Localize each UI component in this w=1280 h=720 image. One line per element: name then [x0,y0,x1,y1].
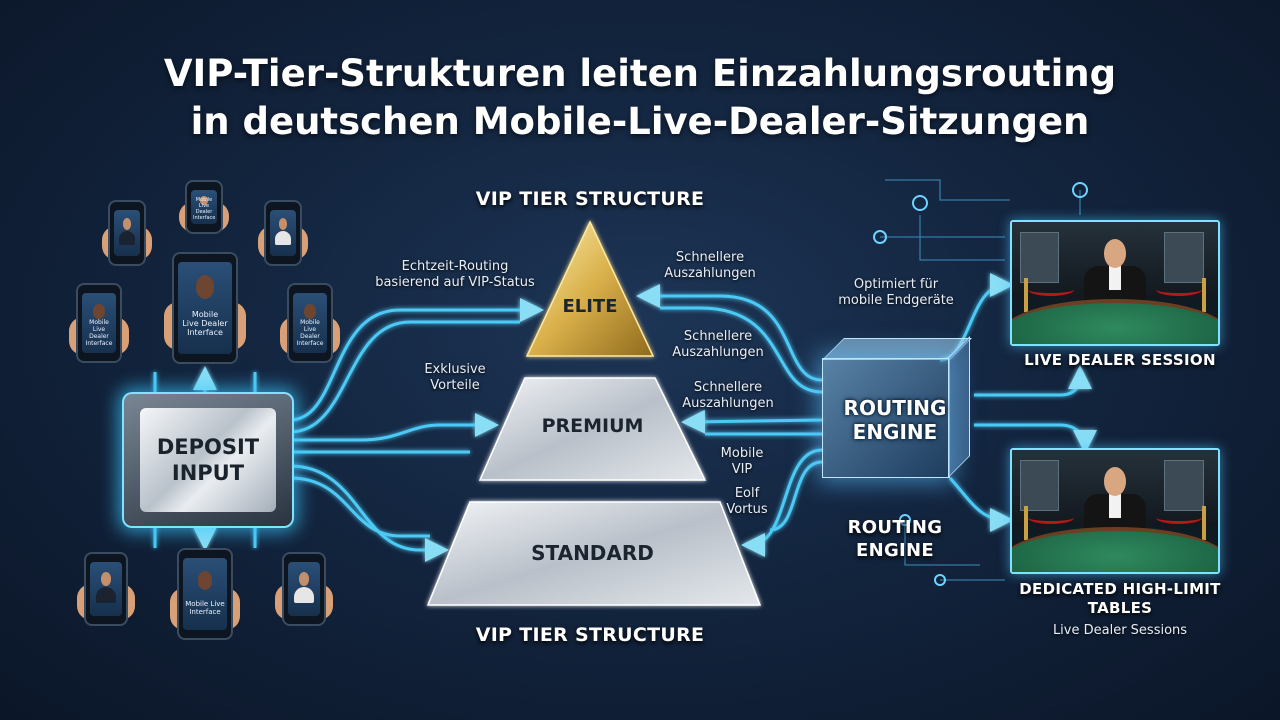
deposit-label-line-1: DEPOSIT [156,435,260,459]
line-deposit-elite [289,298,544,422]
line-deposit-standard [289,464,449,562]
pyramid [426,220,762,606]
high-limit-label-line-2: TABLES [1087,599,1153,617]
annotation-realtime-routing: Echtzeit-Routing basierend auf VIP-Statu… [375,259,535,290]
line-engine-elite [636,284,823,382]
annotation-faster-payout-3: Schnellere Auszahlungen [682,380,774,411]
high-limit-label-line-1: DEDICATED HIGH-LIMIT [1019,580,1221,598]
phone-top-left [102,200,152,266]
pyramid-heading-bottom: VIP TIER STRUCTURE [475,624,705,646]
annotation-optimized: Optimiert für mobile Endgeräte [838,277,954,308]
phone-right-upper: Mobile Live Dealer Interface [280,283,340,363]
phone-center-top: Mobile Live Dealer Interface [164,252,246,364]
phone-center-bottom-text: Mobile Live Interface [185,599,225,616]
annotation-faster-payout-1: Schnellere Auszahlungen [664,250,756,281]
routing-engine-label-below: ROUTING ENGINE [847,517,943,561]
page-title: VIP-Tier-Strukturen leiten Einzahlungsro… [0,50,1280,146]
high-limit-sub-label: Live Dealer Sessions [1052,623,1188,638]
title-line-2: in deutschen Mobile-Live-Dealer-Sitzunge… [190,100,1090,143]
annotation-faster-payout-2: Schnellere Auszahlungen [672,329,764,360]
line-engine-premium [681,409,823,434]
line-engine-standard-2 [769,460,823,532]
phone-center-bottom: Mobile Live Interface [170,548,240,640]
high-limit-tables-card [1010,448,1220,574]
annotation-exclusive: Exklusive Vorteile [424,362,486,393]
annotation-eolf: Eolf Vortus [726,486,768,517]
phone-left-upper: Mobile Live Dealer Interface [69,283,129,363]
line-engine-standard [741,448,823,557]
line-engine-highlimit [974,423,1097,454]
phone-top-center-small-text: Mobile Live Dealer Interface [193,196,216,221]
line-engine-live-2 [974,365,1092,397]
line-deposit-elite-2 [289,320,520,434]
phone-top-right [258,200,308,266]
phone-right-upper-text: Mobile Live Dealer Interface [296,319,324,347]
line-engine-elite-2 [660,306,823,394]
tier-elite-label: ELITE [562,296,618,317]
live-dealer-session-label: LIVE DEALER SESSION [1024,351,1216,369]
pyramid-heading-top: VIP TIER STRUCTURE [475,188,705,210]
routing-engine-cube: ROUTING ENGINE [822,336,974,478]
phone-center-top-text: Mobile Live Dealer Interface [182,310,228,338]
tier-elite-shape [525,220,655,357]
phone-bottom-left [77,552,135,626]
circuit-nodes [873,182,1088,586]
tier-standard-shape [426,501,762,606]
phone-left-upper-text: Mobile Live Dealer Interface [85,319,113,347]
deposit-input-plate: DEPOSIT INPUT [140,408,276,512]
phone-top-center-small: Mobile Live Dealer Interface [179,180,229,234]
line-deposit-standard-2 [289,476,430,538]
phone-bottom-right [275,552,333,626]
tier-premium-shape [478,377,707,481]
deposit-label-line-2: INPUT [171,461,245,485]
title-line-1: VIP-Tier-Strukturen leiten Einzahlungsro… [163,52,1117,95]
high-limit-label: DEDICATED HIGH-LIMIT TABLES [990,580,1250,618]
tier-standard-label: STANDARD [531,541,654,565]
routing-engine-cube-label: ROUTING ENGINE [843,396,947,444]
line-engine-highlimit-2 [948,476,1014,532]
live-dealer-session-card [1010,220,1220,346]
tier-premium-label: PREMIUM [541,415,644,437]
annotation-mobile-vip: Mobile VIP [720,446,764,477]
deposit-input-box: DEPOSIT INPUT [122,392,294,528]
circuit-decoration [880,179,1081,581]
line-deposit-premium [290,413,499,442]
